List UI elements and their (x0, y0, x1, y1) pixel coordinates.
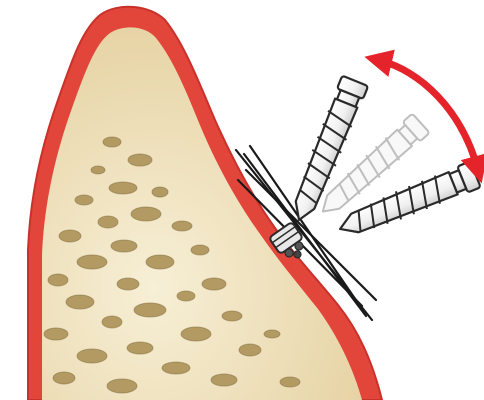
alveolar-bone (42, 27, 362, 400)
